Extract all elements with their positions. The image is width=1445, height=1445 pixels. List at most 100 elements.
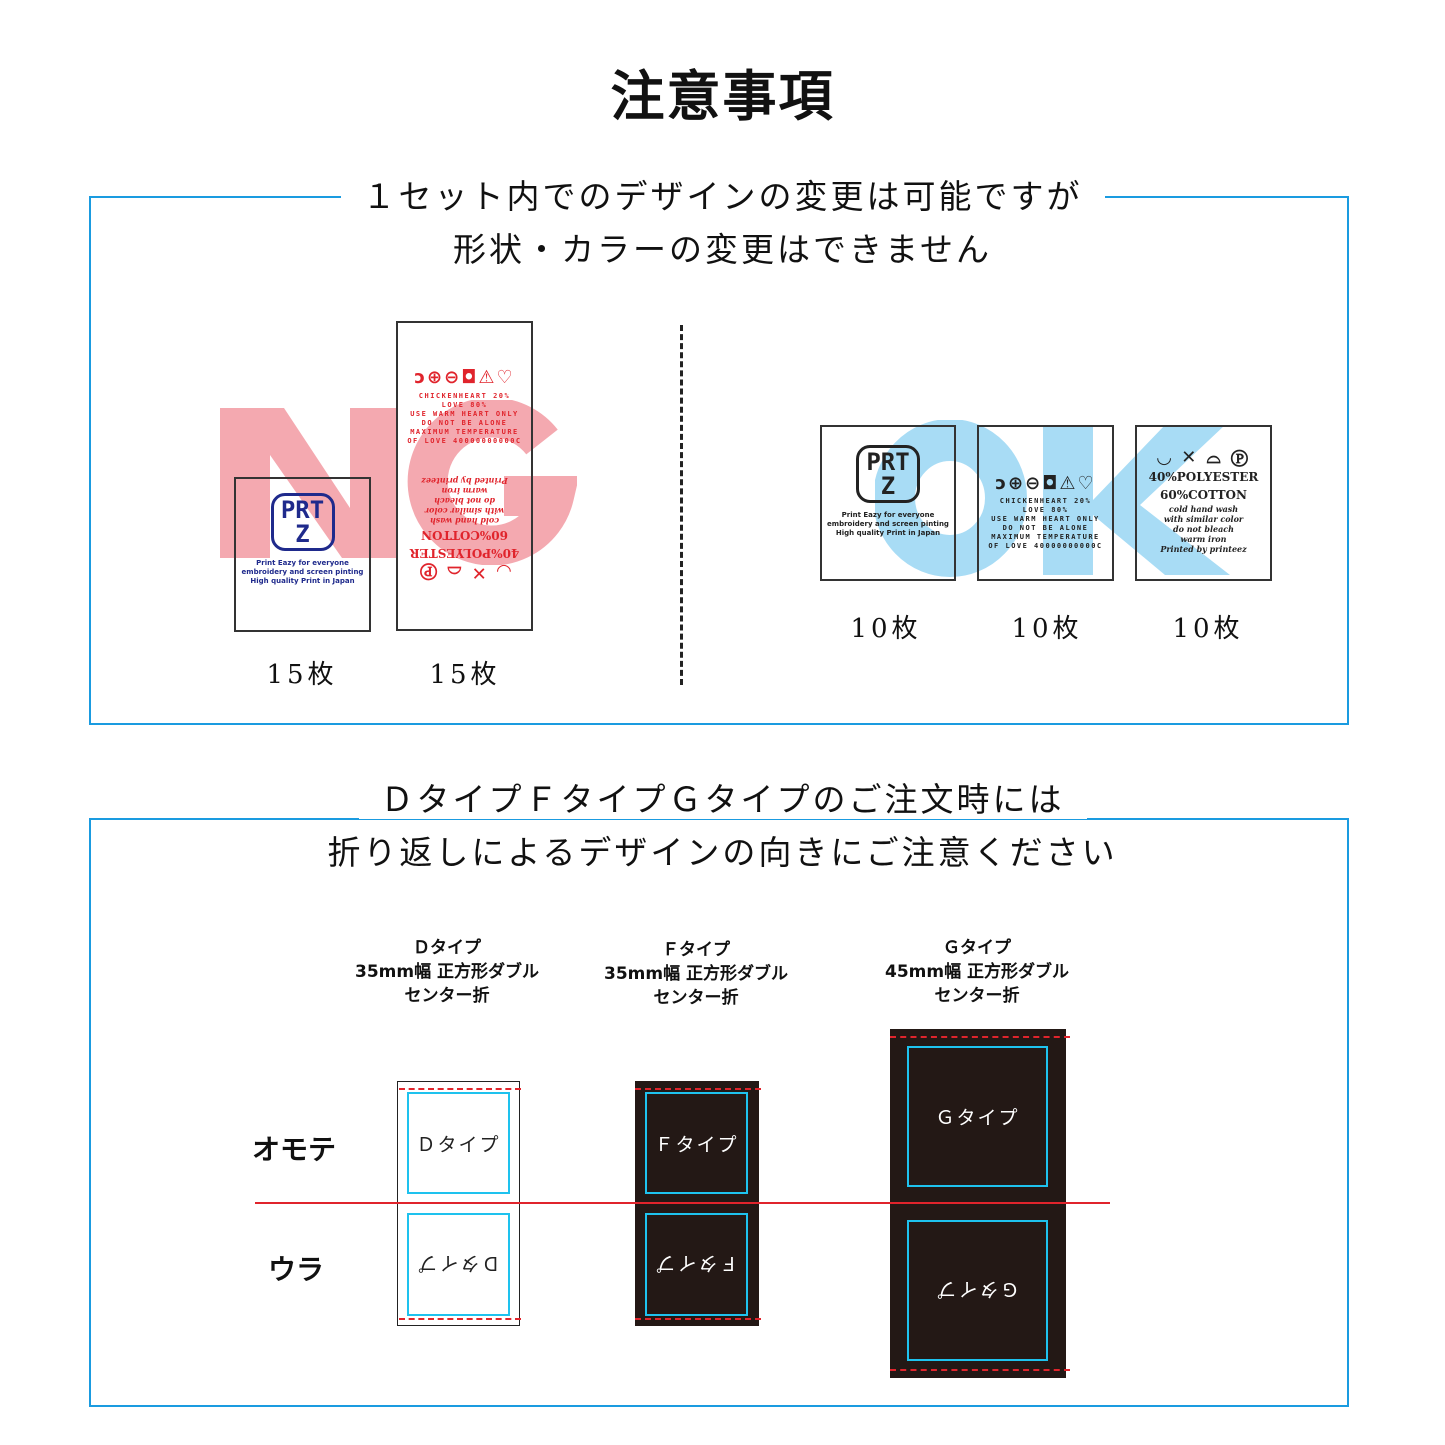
- care-text-line: do not bleach: [434, 496, 495, 506]
- care-line: USE WARM HEART ONLY: [991, 515, 1100, 523]
- care-line: DO NOT BE ALONE: [1002, 524, 1089, 532]
- d-front-design: Ｄタイプ: [407, 1092, 510, 1194]
- seam-line: [635, 1088, 761, 1090]
- fabric-line: 40%POLYESTER: [409, 546, 520, 560]
- ng-qty-2: 15枚: [429, 660, 501, 690]
- type-name: Ｄタイプ: [413, 938, 481, 958]
- type-name: Ｇタイプ: [943, 938, 1011, 958]
- f-front-design: Ｆタイプ: [645, 1092, 748, 1194]
- care-line: OF LOVE 40000000000C: [407, 437, 522, 445]
- ok-qty-2: 10枚: [1011, 614, 1083, 644]
- ok-qty-1: 10枚: [850, 614, 922, 644]
- prtz-logo: PRTZ: [270, 493, 335, 551]
- care-line: OF LOVE 40000000000C: [988, 542, 1103, 550]
- care-line: USE WARM HEART ONLY: [410, 410, 519, 418]
- fabric: 40%POLYESTER 60%COTTON: [1137, 468, 1270, 504]
- section2-heading: ＤタイプＦタイプＧタイプのご注文時には 折り返しによるデザインの向きにご注意くだ…: [0, 773, 1445, 879]
- fabric-line: 60%COTTON: [421, 528, 508, 542]
- fabric: 40%POLYESTER 60%COTTON: [398, 526, 531, 562]
- fold-line: [255, 1202, 1110, 1204]
- ok-logo-label: PRTZ Print Eazy for everyone embroidery …: [820, 425, 956, 581]
- ng-care-label: ↄ⊕⊖◘⚠♡ CHICKENHEART 20% LOVE 80% USE WAR…: [396, 321, 533, 631]
- type-fold: センター折: [653, 988, 739, 1008]
- g-type-header: Ｇタイプ 45mm幅 正方形ダブル センター折: [862, 936, 1092, 1008]
- care-text-line: cold hand wash: [1168, 504, 1239, 514]
- wash-symbols: ◡ ✕ ⌓ Ⓟ: [1157, 447, 1250, 468]
- care-text-line: with similar color: [1163, 514, 1244, 524]
- type-fold: センター折: [404, 986, 490, 1006]
- care-mono-text: CHICKENHEART 20% LOVE 80% USE WARM HEART…: [979, 497, 1112, 551]
- care-text-line: warm iron: [1180, 534, 1227, 544]
- section1-heading-line2: 形状・カラーの変更はできません: [452, 230, 992, 269]
- care-line: MAXIMUM TEMPERATURE: [410, 428, 519, 436]
- ng-letter-n: [220, 408, 398, 558]
- seam-line: [399, 1318, 521, 1320]
- section2-heading-line2: 折り返しによるデザインの向きにご注意ください: [327, 833, 1118, 872]
- fabric-line: 60%COTTON: [1160, 488, 1247, 502]
- ng-mark: [220, 400, 577, 565]
- ng-letter-g: [407, 400, 577, 565]
- ok-fabric-label: ◡ ✕ ⌓ Ⓟ 40%POLYESTER 60%COTTON cold hand…: [1135, 425, 1272, 581]
- ng-logo-label: PRTZ Print Eazy for everyone embroidery …: [234, 477, 371, 632]
- care-text-line: Printed by printeez: [1160, 544, 1247, 554]
- type-fold: センター折: [934, 986, 1020, 1006]
- wash-symbols: ◡ ✕ ⌓ Ⓟ: [418, 562, 511, 583]
- seam-line: [635, 1318, 761, 1320]
- logo-caption-line: High quality Print in Japan: [835, 529, 941, 537]
- care-text-line: with similar color: [424, 506, 505, 516]
- ok-care-label: ↄ⊕⊖◘⚠♡ CHICKENHEART 20% LOVE 80% USE WAR…: [977, 425, 1114, 581]
- d-back-design: Ｄタイプ: [407, 1213, 510, 1316]
- ok-letter-o: [875, 420, 1027, 577]
- f-type-header: Ｆタイプ 35mm幅 正方形ダブル センター折: [581, 938, 811, 1010]
- f-back-design: Ｆタイプ: [645, 1213, 748, 1316]
- seam-line: [890, 1036, 1070, 1038]
- section1-heading-line1: １セット内でのデザインの変更は可能ですが: [340, 177, 1105, 216]
- type-spec: 45mm幅 正方形ダブル: [884, 962, 1069, 982]
- care-symbols: ↄ⊕⊖◘⚠♡: [414, 367, 515, 388]
- care-line: CHICKENHEART 20%: [418, 392, 511, 400]
- fabric-line: 40%POLYESTER: [1148, 470, 1259, 484]
- seam-line: [890, 1369, 1070, 1371]
- ng-qty-1: 15枚: [266, 660, 338, 690]
- care-mono-text: CHICKENHEART 20% LOVE 80% USE WARM HEART…: [398, 392, 531, 446]
- g-front-design: Ｇタイプ: [907, 1046, 1048, 1187]
- type-spec: 35mm幅 正方形ダブル: [354, 962, 539, 982]
- g-back-design: Ｇタイプ: [907, 1220, 1048, 1361]
- logo-caption: Print Eazy for everyone embroidery and s…: [822, 511, 954, 538]
- d-type-header: Ｄタイプ 35mm幅 正方形ダブル センター折: [332, 936, 562, 1008]
- care-text-line: warm iron: [441, 486, 488, 496]
- type-spec: 35mm幅 正方形ダブル: [603, 964, 788, 984]
- section2-heading-line1: ＤタイプＦタイプＧタイプのご注文時には: [358, 780, 1087, 819]
- care-line: LOVE 80%: [441, 401, 488, 409]
- front-label: オモテ: [252, 1133, 337, 1166]
- section2-frame: [89, 818, 1349, 1407]
- upside-down-care: ◡ ✕ ⌓ Ⓟ 40%POLYESTER 60%COTTON cold hand…: [398, 476, 531, 583]
- divider-dashed: [680, 325, 683, 685]
- logo-caption-line: embroidery and screen pinting: [827, 520, 949, 528]
- care-symbols: ↄ⊕⊖◘⚠♡: [995, 473, 1096, 494]
- logo-caption-line: Print Eazy for everyone: [841, 511, 935, 519]
- logo-caption-line: Print Eazy for everyone: [256, 559, 349, 567]
- logo-caption: Print Eazy for everyone embroidery and s…: [236, 559, 369, 586]
- care-line: MAXIMUM TEMPERATURE: [991, 533, 1100, 541]
- care-text: cold hand wash with similar color do not…: [398, 476, 531, 526]
- care-text-line: Printed by printeez: [421, 476, 508, 486]
- ok-mark: [875, 420, 1230, 577]
- logo-caption-line: embroidery and screen pinting: [241, 568, 364, 576]
- care-text: cold hand wash with similar color do not…: [1137, 504, 1270, 554]
- prtz-logo: PRTZ: [856, 445, 920, 503]
- type-name: Ｆタイプ: [662, 940, 730, 960]
- care-line: DO NOT BE ALONE: [421, 419, 508, 427]
- logo-caption-line: High quality Print in Japan: [250, 577, 355, 585]
- ok-qty-3: 10枚: [1172, 614, 1244, 644]
- section1-heading: １セット内でのデザインの変更は可能ですが 形状・カラーの変更はできません: [0, 170, 1445, 276]
- ok-letter-k-arms: [1093, 425, 1230, 575]
- care-line: LOVE 80%: [1022, 506, 1069, 514]
- page-title: 注意事項: [610, 65, 835, 128]
- care-line: CHICKENHEART 20%: [999, 497, 1092, 505]
- back-label: ウラ: [268, 1253, 325, 1286]
- care-text-line: do not bleach: [1173, 524, 1234, 534]
- care-text-line: cold hand wash: [429, 516, 500, 526]
- seam-line: [399, 1088, 521, 1090]
- ok-letter-k-stem: [1043, 425, 1093, 575]
